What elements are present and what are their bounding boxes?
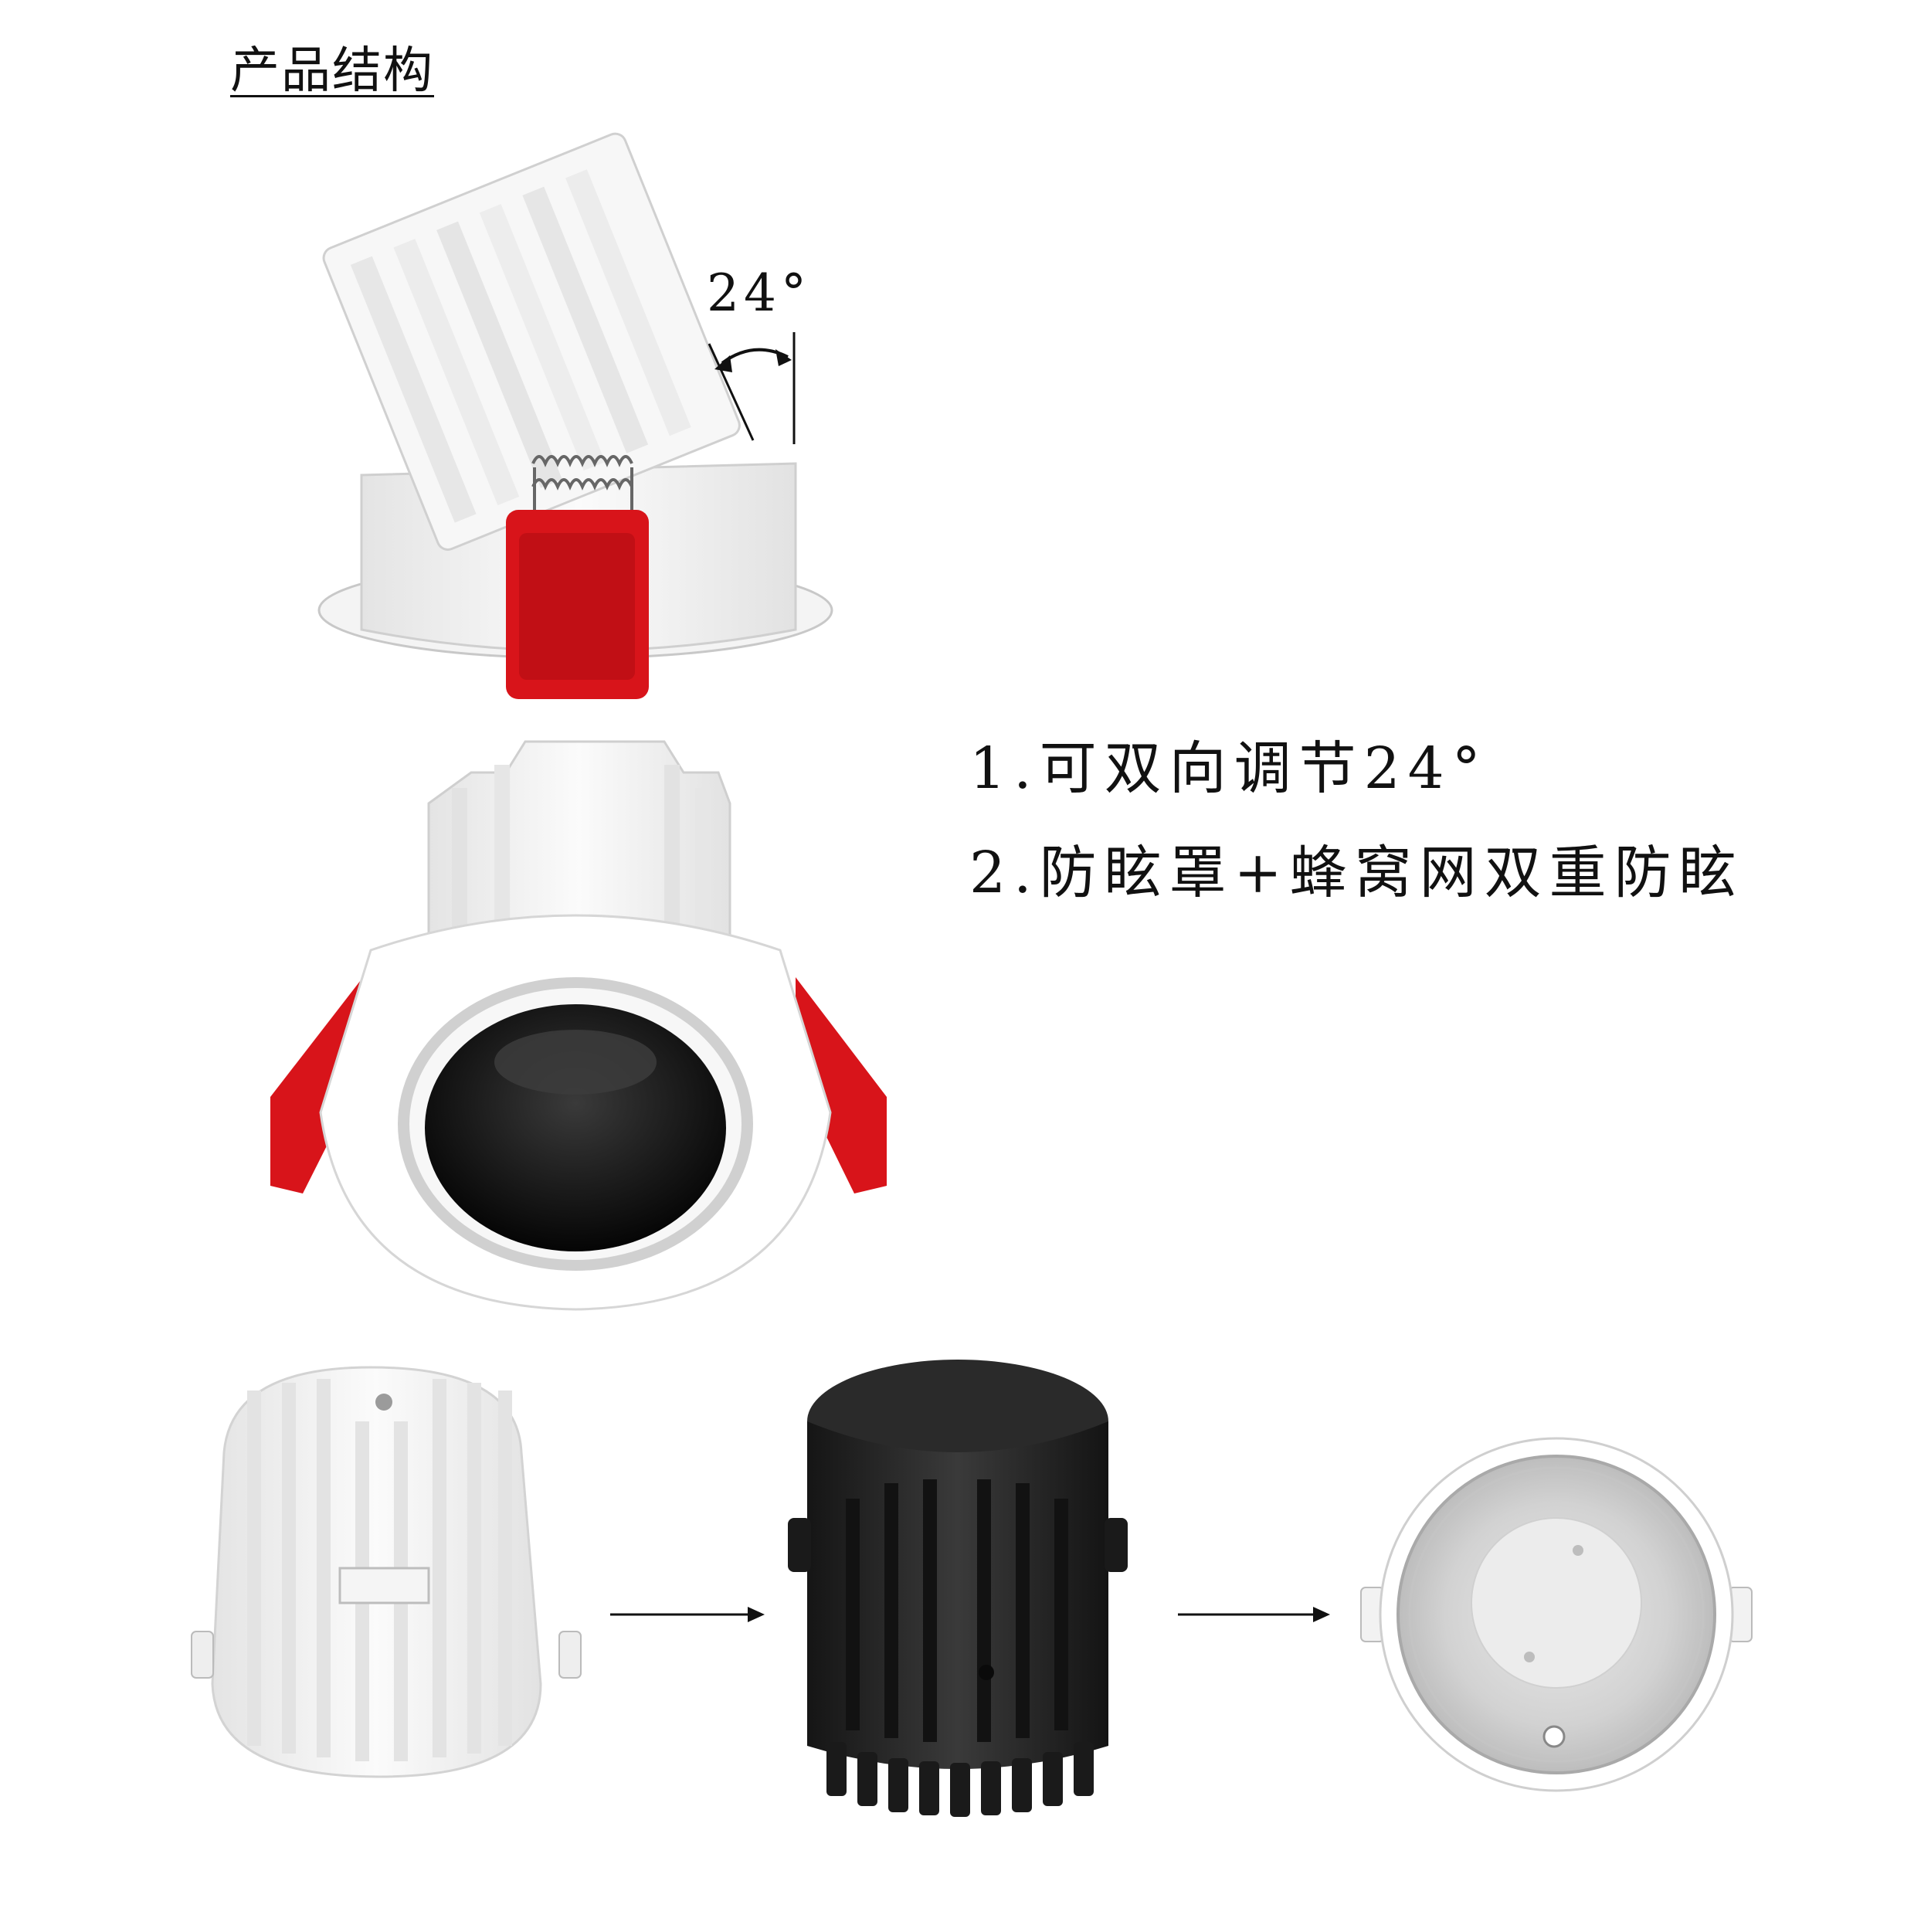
tilted-lamp-view bbox=[317, 132, 833, 699]
feature-item-anti-glare: 2.防眩罩+蜂窝网双重防眩 bbox=[969, 840, 1744, 906]
front-lamp-view bbox=[270, 740, 887, 1311]
black-heatsink-component bbox=[788, 1360, 1128, 1817]
reflector-component bbox=[1360, 1437, 1753, 1792]
tilt-angle-label: 24° bbox=[707, 263, 811, 323]
feature-item-adjustable: 1.可双向调节24° bbox=[969, 735, 1488, 802]
white-heatsink-component bbox=[191, 1366, 582, 1778]
honeycomb-mesh bbox=[494, 1030, 657, 1095]
section-title: 产品结构 bbox=[230, 42, 434, 100]
